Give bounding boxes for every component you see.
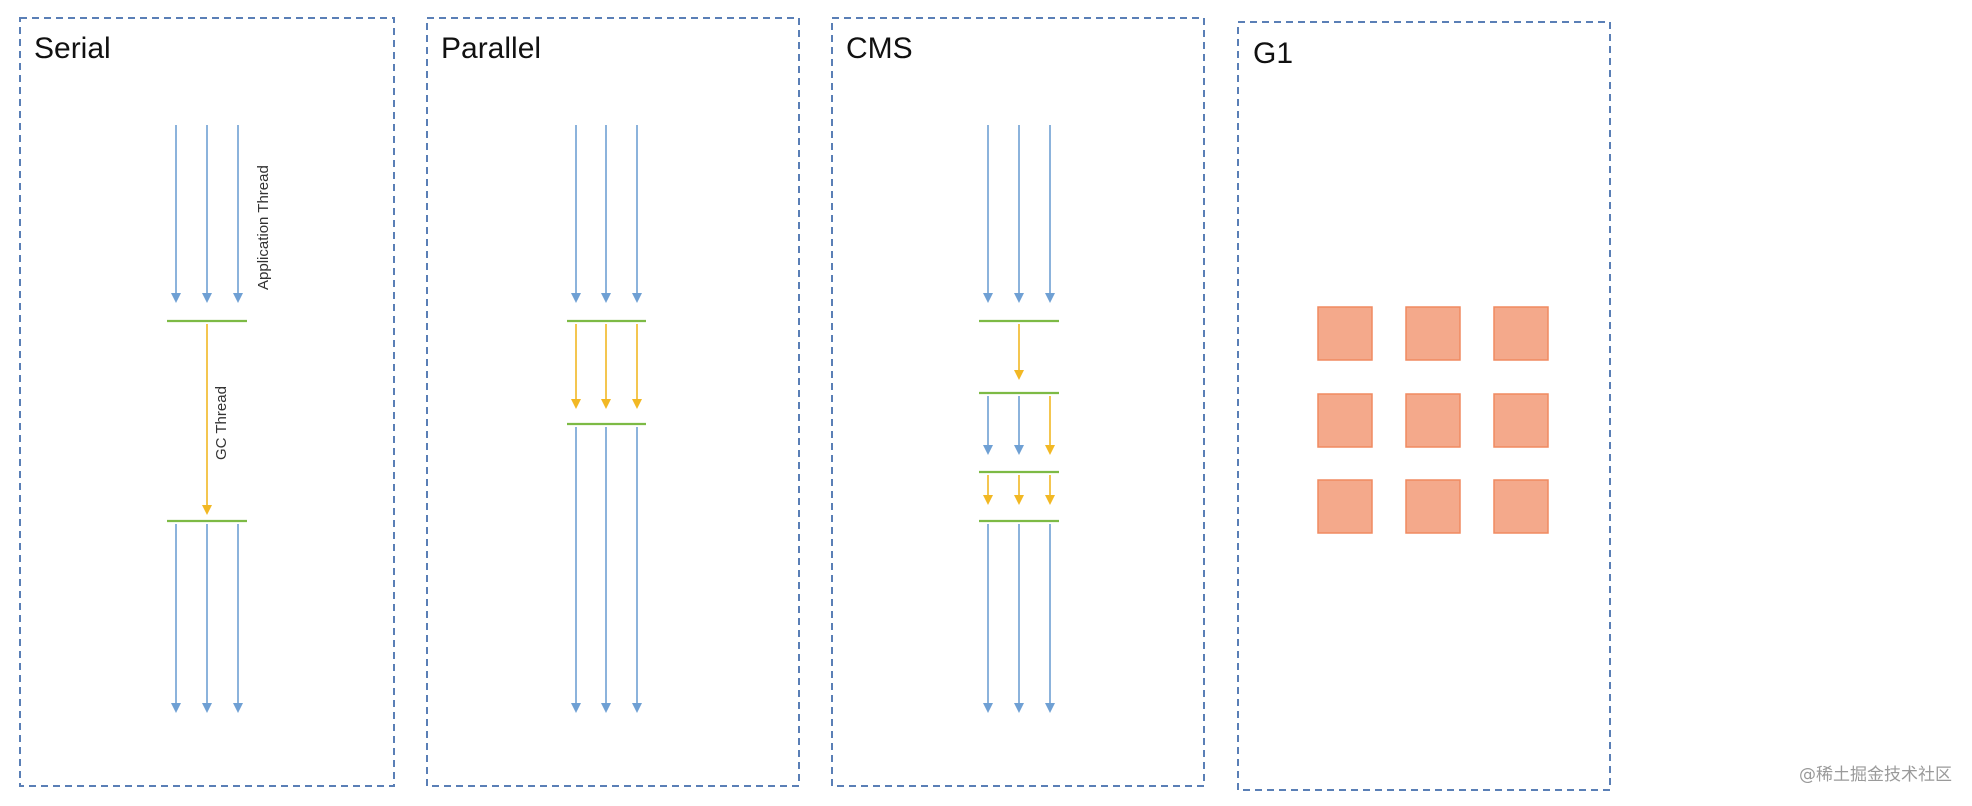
g1-region <box>1317 306 1373 361</box>
g1-region <box>1317 479 1373 534</box>
cms-title: CMS <box>846 32 913 65</box>
g1-region <box>1405 306 1461 361</box>
g1-region <box>1405 479 1461 534</box>
g1-region <box>1493 393 1549 448</box>
watermark-text: @稀土掘金技术社区 <box>1799 765 1952 785</box>
gc-thread-label: GC Thread <box>213 386 230 460</box>
diagram-marks <box>167 125 1549 713</box>
serial-title: Serial <box>34 32 111 65</box>
parallel-title: Parallel <box>441 32 541 65</box>
parallel-panel <box>426 17 800 787</box>
cms-panel <box>831 17 1205 787</box>
g1-panel <box>1237 21 1611 791</box>
g1-region <box>1493 306 1549 361</box>
g1-region <box>1317 393 1373 448</box>
serial-panel <box>19 17 395 787</box>
application-thread-label: Application Thread <box>255 165 272 290</box>
g1-title: G1 <box>1253 37 1293 70</box>
g1-region <box>1405 393 1461 448</box>
g1-region <box>1493 479 1549 534</box>
